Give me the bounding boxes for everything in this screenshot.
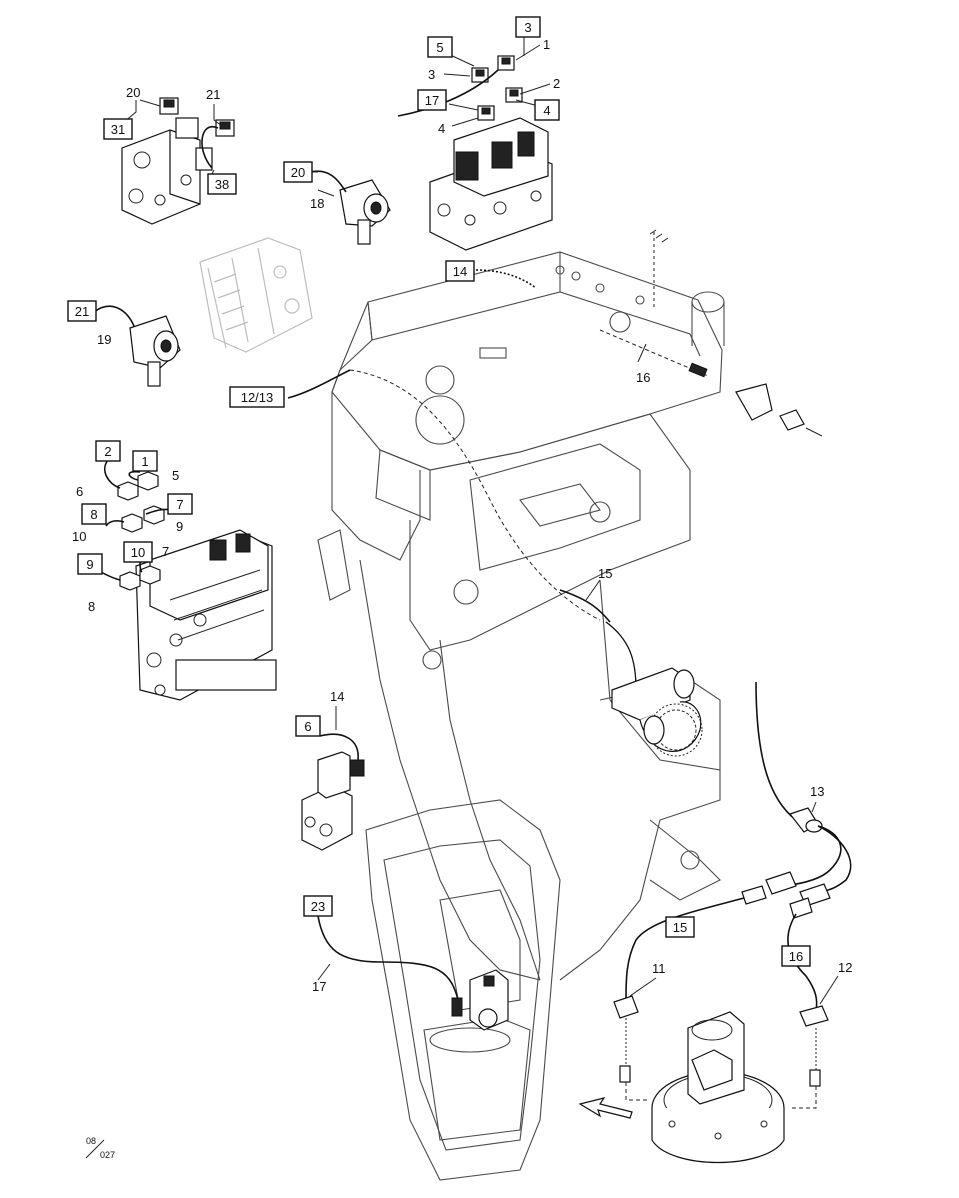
callout-num-3-left: 3 [428,67,435,82]
svg-text:4: 4 [543,103,550,118]
svg-text:23: 23 [311,899,325,914]
svg-text:17: 17 [425,93,439,108]
svg-text:16: 16 [789,949,803,964]
drawing-reference: 08 027 [85,1136,115,1160]
callout-num-9: 9 [176,519,183,534]
callout-num-20-top: 20 [126,85,140,100]
callout-num-13: 13 [810,784,824,799]
callout-num-4-left: 4 [438,121,445,136]
svg-text:1: 1 [141,454,148,469]
solenoid-19 [93,305,181,387]
callout-box-8: 8 [81,503,107,525]
callout-box-10: 10 [123,541,153,563]
callout-num-8: 8 [88,599,95,614]
svg-text:5: 5 [436,40,443,55]
callout-num-16-mid: 16 [636,370,650,385]
callout-box-38: 38 [207,173,237,195]
callout-num-19: 19 [97,332,111,347]
callout-box-2: 2 [95,440,121,462]
callout-box-31: 31 [103,118,133,140]
top-left-valve-block [121,97,235,225]
callout-num-10: 10 [72,529,86,544]
svg-text:38: 38 [215,177,229,192]
harness-17 [317,915,509,1031]
svg-text:21: 21 [75,304,89,319]
callout-box-3-top: 3 [515,16,541,38]
svg-text:08: 08 [86,1136,96,1146]
callout-num-11: 11 [652,961,666,976]
callout-box-17: 17 [417,89,447,111]
svg-text:12/13: 12/13 [241,390,274,405]
harness-12-13 [287,369,601,621]
callout-box-5: 5 [427,36,453,58]
svg-text:14: 14 [453,264,467,279]
svg-text:10: 10 [131,545,145,560]
svg-text:6: 6 [304,719,311,734]
callout-box-1: 1 [132,450,158,472]
callout-box-7: 7 [167,493,193,515]
svg-text:7: 7 [176,497,183,512]
main-chassis-frame [317,251,725,1181]
svg-text:9: 9 [86,557,93,572]
callout-num-7: 7 [162,544,169,559]
svg-text:2: 2 [104,444,111,459]
solenoid-18 [309,170,391,245]
callout-num-17: 17 [312,979,326,994]
callout-box-6: 6 [295,715,321,737]
callout-leaders [83,37,839,1005]
left-valve-bank [93,459,277,701]
callout-num-14-mid: 14 [330,689,344,704]
callout-num-5: 5 [172,468,179,483]
callout-num-1-top: 1 [543,37,550,52]
callout-box-23: 23 [303,895,333,917]
callout-box-12-13: 12/13 [229,386,285,408]
callout-num-6: 6 [76,484,83,499]
callout-box-15: 15 [665,916,695,938]
slew-sensor-harness [613,681,852,1109]
callout-box-20-mid: 20 [283,161,313,183]
callout-num-21-top: 21 [206,87,220,102]
slew-motor-ring [578,1011,785,1163]
callout-box-21-mid: 21 [67,300,97,322]
callout-box-16: 16 [781,945,811,967]
callout-num-12: 12 [838,960,852,975]
harness-16-rod [599,229,823,437]
gear-speed-sensor [559,589,703,757]
svg-text:15: 15 [673,920,687,935]
solenoid-valve-14 [301,733,365,851]
svg-text:8: 8 [90,507,97,522]
svg-text:3: 3 [524,20,531,35]
top-valve-block [429,117,553,251]
svg-text:027: 027 [100,1150,115,1160]
svg-text:20: 20 [291,165,305,180]
callout-box-14-top: 14 [445,260,475,282]
ghosted-valve-plate [199,237,313,353]
callout-num-18: 18 [310,196,324,211]
callout-box-9: 9 [77,553,103,575]
svg-text:31: 31 [111,122,125,137]
callout-box-4: 4 [534,99,560,121]
callout-num-15-mid: 15 [598,566,612,581]
callout-num-2-top: 2 [553,76,560,91]
harness-14-top [475,269,537,289]
top-connectors [397,55,523,121]
